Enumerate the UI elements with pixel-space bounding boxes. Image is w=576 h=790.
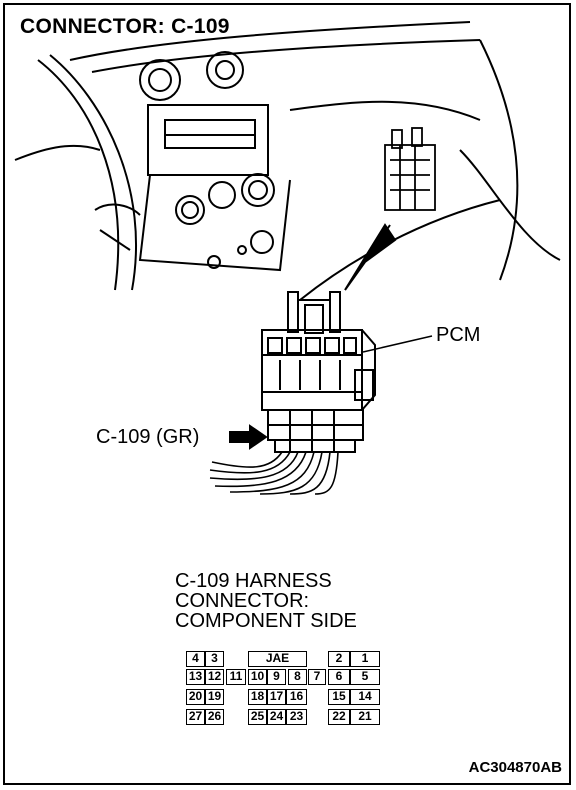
connector-caption: C-109 HARNESS CONNECTOR: COMPONENT SIDE — [175, 571, 357, 631]
vent-left — [139, 59, 181, 101]
pcm-mounted — [384, 127, 436, 211]
diagram-frame — [3, 3, 571, 785]
pin-cell: 10 — [248, 669, 267, 685]
figure-reference: AC304870AB — [468, 759, 562, 776]
vent-right — [206, 51, 244, 89]
pin-cell: 8 — [288, 669, 307, 685]
pin-cell: 18 — [248, 689, 267, 705]
knob-center — [208, 181, 236, 209]
connector-label: C-109 (GR) — [96, 426, 200, 448]
pin-cell: 7 — [308, 669, 326, 685]
steering-spoke — [14, 144, 101, 161]
steering-wheel-outer — [37, 59, 120, 291]
diagram-title: CONNECTOR: C-109 — [20, 15, 230, 38]
caption-line-2: CONNECTOR: — [175, 590, 310, 612]
pin-cell: 9 — [267, 669, 286, 685]
pin-cell: 21 — [350, 709, 380, 725]
console-outline — [138, 174, 291, 272]
pin-cell: 2 — [328, 651, 350, 667]
steering-wheel-inner — [49, 54, 137, 291]
glovebox-line — [289, 100, 481, 121]
pin-cell: 4 — [186, 651, 205, 667]
pin-cell: 23 — [286, 709, 307, 725]
pin-cell: 19 — [205, 689, 224, 705]
caption-line-3: COMPONENT SIDE — [175, 610, 357, 632]
pcm-leader — [362, 335, 433, 353]
connector-arrow — [229, 424, 268, 450]
pin-cell: 14 — [350, 689, 380, 705]
dash-top-line — [69, 21, 471, 61]
dash-right-curve — [459, 149, 561, 261]
pin-cell: 3 — [205, 651, 224, 667]
pin-cell: 5 — [350, 669, 380, 685]
pointer-arrow — [344, 223, 397, 291]
pin-cell: 1 — [350, 651, 380, 667]
harness-connector — [267, 409, 364, 453]
dash-top-line-2 — [91, 39, 481, 73]
pin-cell: 16 — [286, 689, 307, 705]
wire-bundle — [209, 451, 339, 495]
pin-cell: 12 — [205, 669, 224, 685]
pin-cell: 15 — [328, 689, 350, 705]
pcm-enlarged — [261, 291, 376, 411]
pin-cell: 24 — [267, 709, 286, 725]
pin-cell: 20 — [186, 689, 205, 705]
pin-cell: 11 — [226, 669, 246, 685]
pcm-label: PCM — [436, 324, 481, 346]
pin-cell: 27 — [186, 709, 205, 725]
knob-right — [241, 173, 275, 207]
pin-cell: 13 — [186, 669, 205, 685]
knob-left — [175, 195, 205, 225]
pin-cell: 6 — [328, 669, 350, 685]
connector-maker-label: JAE — [248, 651, 307, 667]
pin-cell: 22 — [328, 709, 350, 725]
pin-cell: 25 — [248, 709, 267, 725]
lower-knob — [250, 230, 274, 254]
glovebox-lower — [299, 199, 501, 301]
dash-right-edge — [479, 39, 519, 281]
caption-line-1: C-109 HARNESS — [175, 570, 332, 592]
center-stack — [147, 104, 269, 176]
pin-cell: 17 — [267, 689, 286, 705]
pin-cell: 26 — [205, 709, 224, 725]
